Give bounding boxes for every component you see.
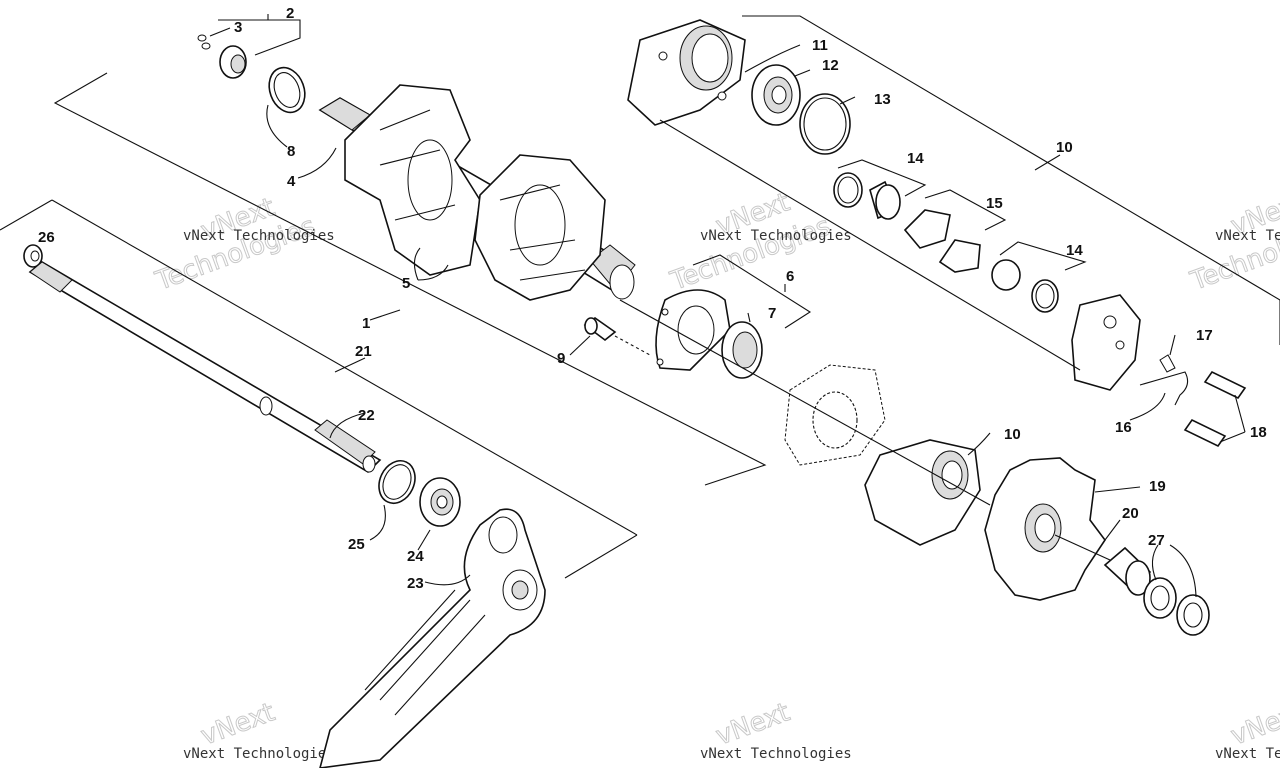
callout-12: 12 [822, 57, 839, 74]
dashed-plate [784, 364, 886, 466]
part-14-ring-lower [1031, 279, 1059, 313]
callout-27: 27 [1148, 532, 1165, 549]
part-23-arm [319, 508, 546, 768]
callout-22: 22 [358, 407, 375, 424]
part-27-nut-b [1176, 594, 1210, 636]
callout-7: 7 [768, 305, 776, 322]
callouts: 2 3 8 4 5 1 21 26 22 25 24 23 9 6 7 11 1… [38, 5, 1267, 592]
part-10-housing-upper [627, 19, 746, 126]
part-13-ring [799, 93, 851, 155]
assembly-bracket-2 [218, 14, 301, 56]
part-18-bolt-a [1203, 370, 1247, 400]
part-9-bolt [583, 317, 651, 356]
part-14-bushing-lower [991, 259, 1021, 291]
part-12-bearing [751, 64, 801, 126]
callout-2: 2 [286, 5, 294, 22]
watermark-small: vNext Technologies [700, 746, 852, 762]
part-8-ring [268, 66, 306, 114]
callout-19: 19 [1149, 478, 1166, 495]
part-15-pad-b [938, 239, 981, 273]
assembly-bracket-14b [999, 241, 1087, 271]
part-11-pin [717, 91, 727, 101]
callout-11: 11 [812, 37, 828, 54]
watermark-small: vNext Technologies [183, 746, 335, 762]
callout-10-top: 10 [1056, 139, 1073, 156]
callout-9: 9 [557, 350, 565, 367]
callout-1: 1 [362, 315, 370, 332]
part-15-pad-a [903, 209, 951, 249]
callout-4: 4 [287, 173, 296, 190]
assembly-bracket-21 [0, 199, 638, 579]
part-19-disc [984, 457, 1106, 601]
part-7-seal [721, 321, 763, 379]
callout-14-bottom: 14 [1066, 242, 1083, 259]
part-3-bolt [197, 34, 211, 50]
watermark-group-5: vNext vNext Technologies [700, 697, 852, 762]
assembly-bracket-15 [924, 189, 1007, 231]
part-14-bushing-upper [869, 180, 901, 220]
watermark-small: vNext Technologies [1215, 746, 1280, 762]
watermark-group-3: vNext Technologies vNext Technologies [1186, 187, 1280, 298]
callout-14-top: 14 [907, 150, 924, 167]
watermark-small: vNext Technologies [1215, 228, 1280, 244]
callout-21: 21 [355, 343, 372, 360]
assembly-bracket-1 [53, 72, 767, 486]
callout-8: 8 [287, 143, 295, 160]
callout-6: 6 [786, 268, 794, 285]
callout-5: 5 [402, 275, 410, 292]
callout-18: 18 [1250, 424, 1267, 441]
part-2-bushing [219, 45, 247, 79]
callout-3: 3 [234, 19, 242, 36]
part-6-plate [655, 289, 731, 371]
watermark-group-2: vNext Technologies vNext Technologies [666, 187, 852, 298]
callout-20: 20 [1122, 505, 1139, 522]
axis-lines [619, 119, 1111, 561]
watermark-big-top: vNext [1227, 697, 1280, 751]
part-10-housing-lower [864, 439, 981, 546]
watermark-big-top: vNext [712, 697, 794, 751]
callout-15: 15 [986, 195, 1003, 212]
part-24-bearing [419, 477, 461, 527]
part-18-bolt-b [1183, 418, 1227, 448]
assembly-bracket-6 [692, 254, 812, 329]
callout-13: 13 [874, 91, 891, 108]
leader-lines [209, 27, 1246, 598]
callout-26: 26 [38, 229, 55, 246]
part-16-clip [1139, 371, 1189, 406]
part-20-sleeve [1103, 546, 1152, 596]
watermark-small: vNext Technologies [700, 228, 852, 244]
callout-25: 25 [348, 536, 365, 553]
callout-10-bottom: 10 [1004, 426, 1021, 443]
part-27-nut-a [1143, 577, 1177, 619]
caliper-right [1071, 294, 1141, 391]
watermark-group-4: vNext vNext Technologies [183, 697, 335, 762]
part-14-ring-upper [833, 172, 863, 208]
watermark-big-top: vNext [197, 697, 279, 751]
callout-16: 16 [1115, 419, 1132, 436]
callout-23: 23 [407, 575, 424, 592]
watermark-group-6: vNext vNext Technologies [1215, 697, 1280, 762]
callout-17: 17 [1196, 327, 1213, 344]
watermark-small: vNext Technologies [183, 228, 335, 244]
assembly-bracket-10 [742, 15, 1280, 345]
watermark-group-1: vNext Technologies vNext Technologies [151, 192, 335, 298]
part-26-nut [23, 244, 43, 268]
part-5-sprocket [344, 84, 606, 301]
part-25-o-ring [378, 460, 416, 504]
part-21-drive-shaft [28, 261, 382, 474]
callout-24: 24 [407, 548, 424, 565]
assembly-bracket-14a [837, 159, 927, 197]
part-17-bleeder [1159, 354, 1176, 373]
